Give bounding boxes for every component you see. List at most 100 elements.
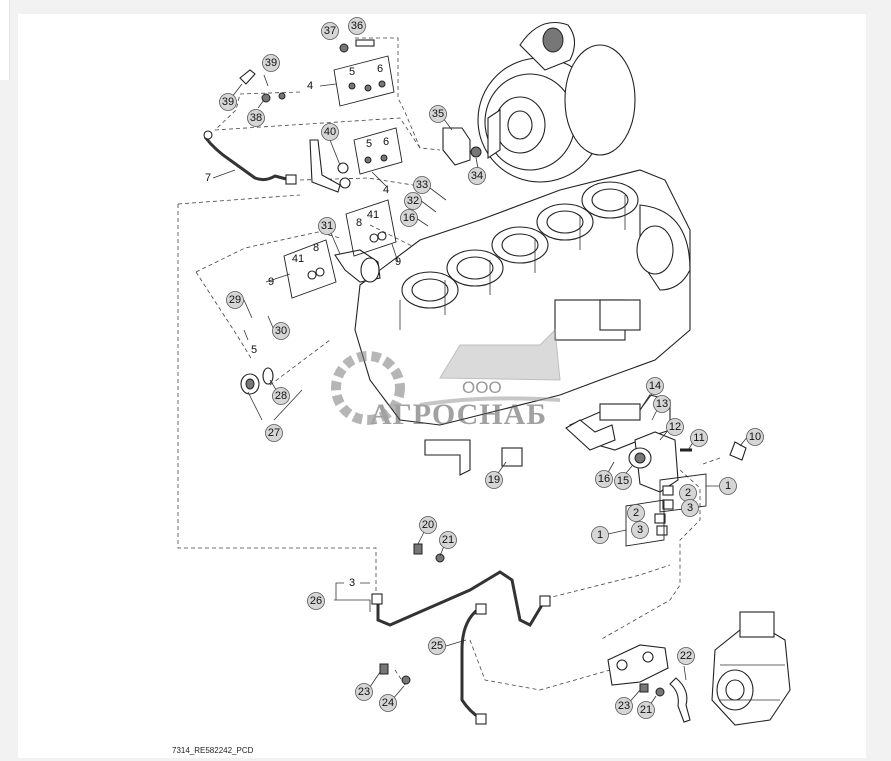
callout-c27: 27 [265,424,283,442]
callout-c30: 30 [272,322,290,340]
callout-circle [719,477,737,495]
callout-number: 35 [432,108,444,120]
callout-circle [413,176,431,194]
callout-c8b: 8 [313,242,319,254]
callout-c4a: 4 [307,80,313,92]
callout-number: 34 [471,170,483,182]
callout-number: 5 [366,138,372,150]
callout-c39b: 39 [219,93,237,111]
callout-c20: 20 [419,516,437,534]
turbo-fitting [442,127,482,166]
callout-number: 7 [205,172,211,184]
callout-circle [400,209,418,227]
callout-c39a: 39 [262,54,280,72]
callout-number: 3 [349,577,355,589]
callout-c9a: 9 [268,276,274,288]
callout-number: 9 [268,276,274,288]
callout-c15: 15 [614,472,632,490]
callout-c21b: 21 [637,701,655,719]
callout-number: 16 [403,212,415,224]
callout-number: 6 [383,136,389,148]
callout-number: 39 [222,96,234,108]
callout-number: 2 [633,507,639,519]
top-small-parts [239,39,375,103]
callout-number: 3 [687,502,693,514]
callout-c11: 11 [690,429,708,447]
callout-circle [485,471,503,489]
callout-circle [666,418,684,436]
callout-number: 8 [356,217,362,229]
banjo-fitting [334,249,381,283]
callout-c7: 7 [205,172,211,184]
callout-c33: 33 [413,176,431,194]
bolts-and-nuts [379,543,665,697]
callout-circle [677,647,695,665]
callout-circle [614,472,632,490]
fuel-injection-pump [711,611,791,726]
callout-number: 30 [275,325,287,337]
callout-c19: 19 [485,471,503,489]
plug-and-ring [240,367,274,395]
mounting-bracket [565,419,616,451]
callout-c3b: 3 [631,521,649,539]
callout-circle [681,499,699,517]
callout-c28: 28 [272,387,290,405]
callout-circle [355,683,373,701]
callout-circle [653,395,671,413]
callout-c41b: 41 [292,253,304,265]
watermark-company: ООО [462,378,502,397]
callout-c1b: 1 [591,526,609,544]
callout-c26: 26 [307,592,325,610]
callout-c32: 32 [404,192,422,210]
callout-c6b: 6 [383,136,389,148]
callout-circle [627,504,645,522]
callout-c34: 34 [468,167,486,185]
callout-c10: 10 [746,428,764,446]
watermark: ООО АГРОСНАБ [331,328,561,431]
callout-number: 23 [358,686,370,698]
callout-circle [746,428,764,446]
callout-number: 31 [321,220,333,232]
callout-circle [262,54,280,72]
callout-c8a: 8 [356,217,362,229]
callout-c40: 40 [321,123,339,141]
callout-number: 22 [680,650,692,662]
callout-number: 36 [351,20,363,32]
turbocharger [477,21,636,183]
callout-circle [439,531,457,549]
callout-number: 29 [229,294,241,306]
callout-c3c: 3 [349,577,355,589]
callout-number: 28 [275,390,287,402]
callout-c5b: 5 [366,138,372,150]
callout-c36: 36 [348,17,366,35]
callout-c23a: 23 [355,683,373,701]
callout-number: 38 [250,112,262,124]
callout-circle [631,521,649,539]
callout-circle [646,377,664,395]
callout-number: 32 [407,195,419,207]
callout-number: 1 [725,480,731,492]
callout-number: 2 [685,487,691,499]
callout-c5c: 5 [251,344,257,356]
callout-circle [321,22,339,40]
callout-number: 19 [488,474,500,486]
callout-circle [219,93,237,111]
detail-boxes [283,55,707,547]
callout-circle [404,192,422,210]
callout-number: 27 [268,427,280,439]
callout-circle [272,322,290,340]
callout-number: 10 [749,431,761,443]
callout-number: 4 [307,80,313,92]
callout-c37: 37 [321,22,339,40]
fuel-lines [371,570,551,725]
callout-circle [690,429,708,447]
callout-c21a: 21 [439,531,457,549]
callout-number: 12 [669,421,681,433]
callout-circle [307,592,325,610]
callout-number: 11 [693,432,704,444]
callout-number: 26 [310,595,322,607]
callout-number: 4 [383,184,389,196]
callout-circle [318,217,336,235]
callout-circle [468,167,486,185]
